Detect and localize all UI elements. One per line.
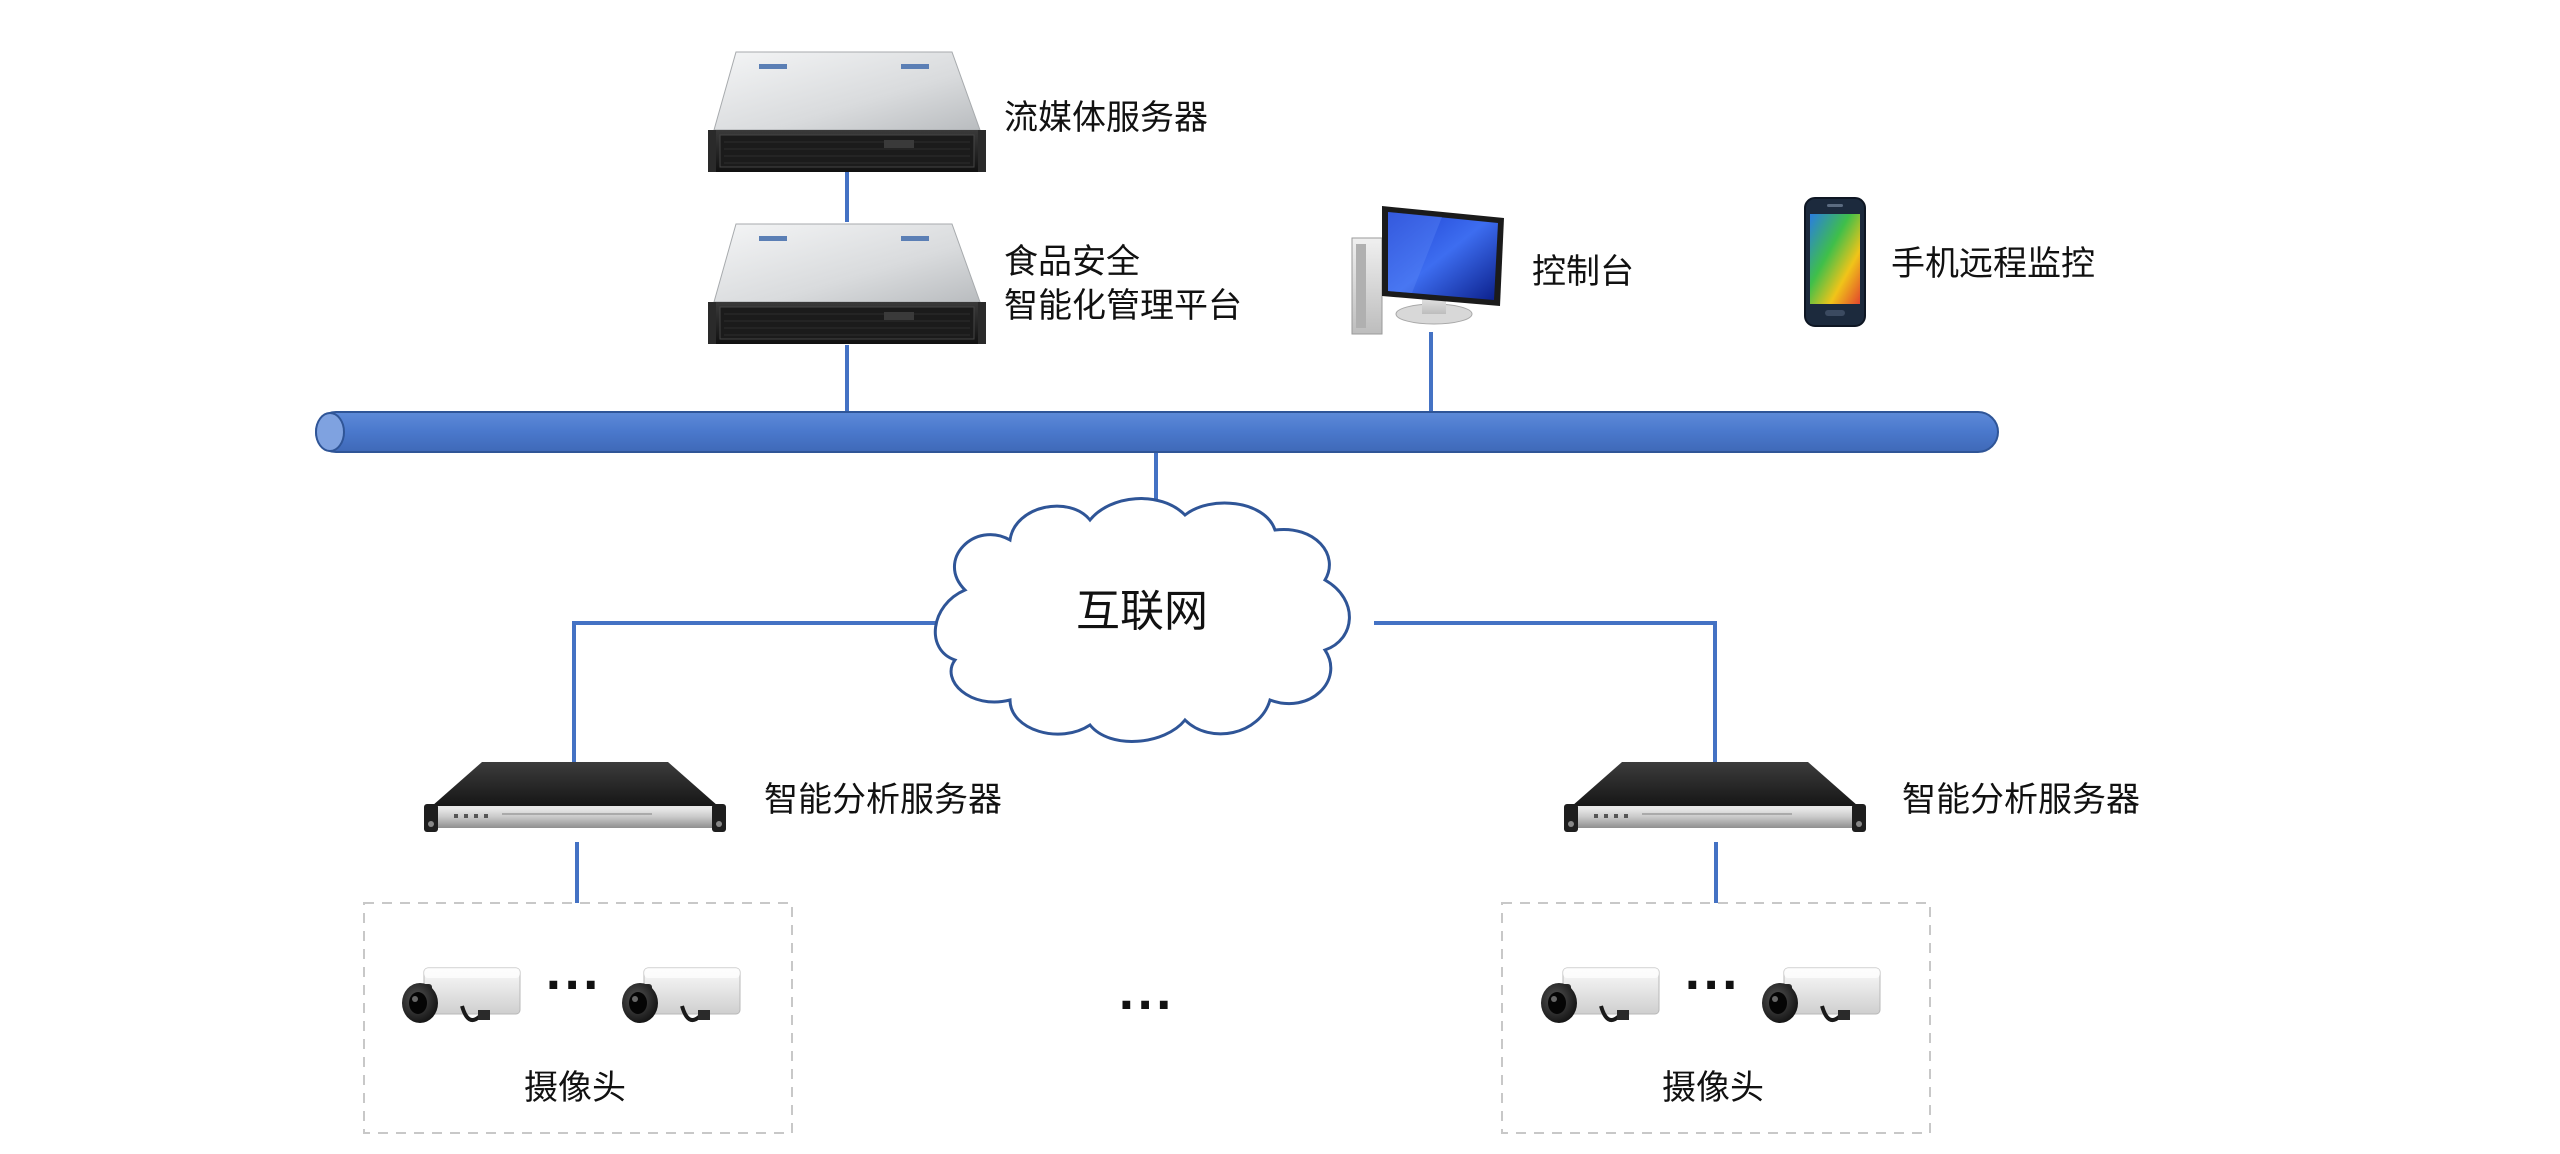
- console-label: 控制台: [1532, 252, 1634, 292]
- camera-ellipsis-left: ···: [545, 960, 602, 1011]
- camera-group-right: [1501, 902, 1931, 1134]
- mobile-monitor-label: 手机远程监控: [1891, 244, 2095, 284]
- analysis-server-left-icon: [424, 762, 726, 832]
- network-bus: [315, 411, 1999, 453]
- platform-label-line2: 智能化管理平台: [1004, 286, 1242, 326]
- streaming-server-icon: [707, 51, 987, 173]
- analysis-server-right-label: 智能分析服务器: [1902, 780, 2140, 820]
- camera-icon: [400, 966, 522, 1025]
- camera-group-left-label: 摄像头: [524, 1068, 626, 1108]
- internet-cloud-icon: [933, 497, 1351, 743]
- platform-server-icon: [707, 223, 987, 345]
- smartphone-icon: [1804, 197, 1866, 327]
- camera-groups-ellipsis: ···: [1118, 980, 1175, 1031]
- connection-lines: [572, 172, 1718, 903]
- platform-label-line1: 食品安全: [1004, 242, 1140, 282]
- streaming-server-label: 流媒体服务器: [1004, 98, 1208, 138]
- link-internet-left-server: [572, 621, 945, 762]
- analysis-server-right-icon: [1564, 762, 1866, 832]
- console-monitor-icon: [1351, 206, 1504, 335]
- link-internet-right-server: [1374, 621, 1717, 762]
- camera-icon: [1760, 966, 1882, 1025]
- camera-icon: [1539, 966, 1661, 1025]
- camera-group-left: [363, 902, 793, 1134]
- analysis-server-left-label: 智能分析服务器: [764, 780, 1002, 820]
- camera-group-right-label: 摄像头: [1662, 1068, 1764, 1108]
- camera-ellipsis-right: ···: [1684, 960, 1741, 1011]
- camera-icon: [620, 966, 742, 1025]
- internet-label: 互联网: [1076, 586, 1208, 637]
